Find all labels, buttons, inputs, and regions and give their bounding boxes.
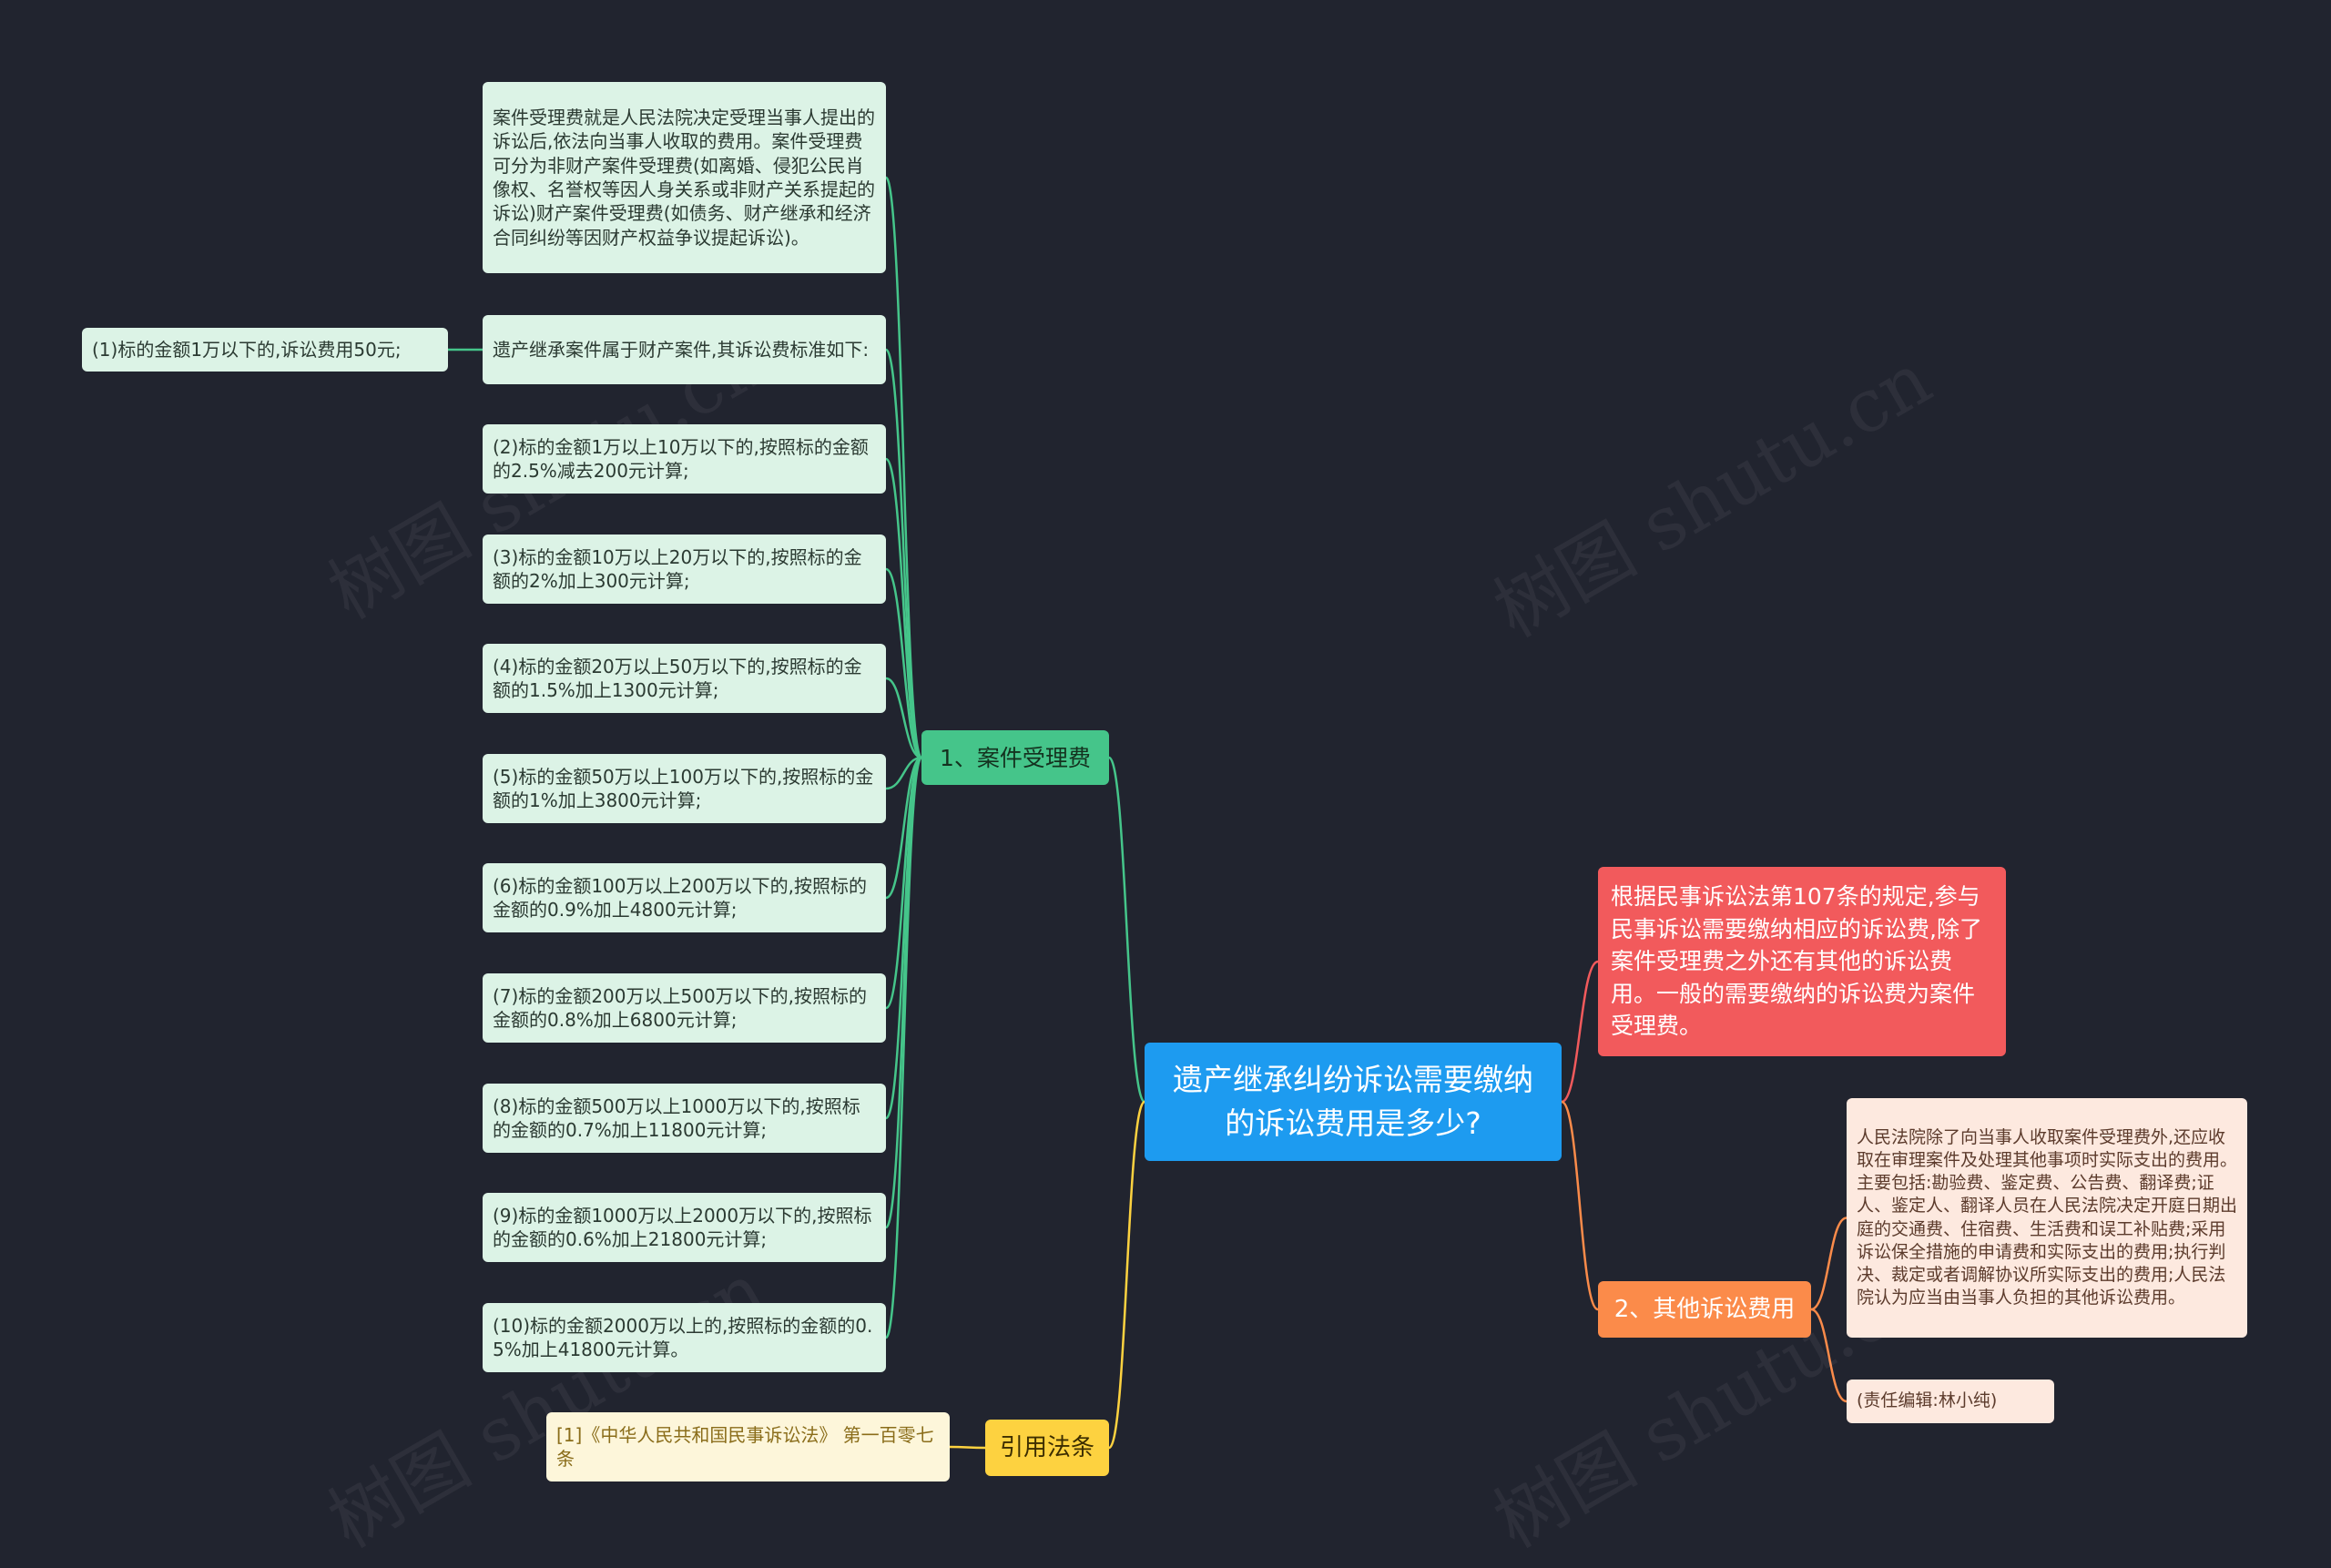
connector-case-fee-child (884, 176, 923, 759)
editor-note-text: (责任编辑:林小纯) (1857, 1390, 1998, 1411)
branch-case-fee-label: 1、案件受理费 (940, 744, 1091, 771)
fee-tier-1[interactable]: (1)标的金额1万以下的,诉讼费用50元; (82, 328, 448, 372)
root-topic[interactable]: 遗产继承纠纷诉讼需要缴纳的诉讼费用是多少? (1145, 1043, 1562, 1161)
connector-root-intro (1561, 960, 1599, 1104)
fee-tier-7[interactable]: (7)标的金额200万以上500万以下的,按照标的金额的0.8%加上6800元计… (483, 973, 886, 1043)
intro-note[interactable]: 根据民事诉讼法第107条的规定,参与民事诉讼需要缴纳相应的诉讼费,除了案件受理费… (1598, 867, 2006, 1056)
connector-case-fee-child (885, 756, 922, 900)
editor-note[interactable]: (责任编辑:林小纯) (1847, 1380, 2054, 1423)
connector-case-fee-child (884, 756, 923, 1339)
case-fee-standard[interactable]: 遗产继承案件属于财产案件,其诉讼费标准如下: (483, 315, 886, 384)
fee-tier-4[interactable]: (4)标的金额20万以上50万以下的,按照标的金额的1.5%加上1300元计算; (483, 644, 886, 713)
connector-root-cited-law (1107, 1100, 1146, 1450)
connector-other-fees-detail (1810, 1217, 1847, 1311)
fee-tier-1-text: (1)标的金额1万以下的,诉讼费用50元; (92, 338, 402, 361)
case-fee-definition[interactable]: 案件受理费就是人民法院决定受理当事人提出的诉讼后,依法向当事人收取的费用。案件受… (483, 82, 886, 273)
fee-tier-3[interactable]: (3)标的金额10万以上20万以下的,按照标的金额的2%加上300元计算; (483, 535, 886, 604)
connector-root-other-fees (1561, 1100, 1599, 1311)
connector-cited-law-ref (949, 1445, 986, 1450)
fee-tier-text: (4)标的金额20万以上50万以下的,按照标的金额的1.5%加上1300元计算; (493, 655, 862, 701)
fee-tier-text: (2)标的金额1万以上10万以下的,按照标的金额的2.5%减去200元计算; (493, 435, 869, 482)
fee-tier-text: (8)标的金额500万以上1000万以下的,按照标的金额的0.7%加上11800… (493, 1095, 860, 1141)
fee-tier-9[interactable]: (9)标的金额1000万以上2000万以下的,按照标的金额的0.6%加上2180… (483, 1193, 886, 1262)
fee-tier-8[interactable]: (8)标的金额500万以上1000万以下的,按照标的金额的0.7%加上11800… (483, 1084, 886, 1153)
connector-case-fee-child (885, 567, 922, 759)
fee-tier-text: (6)标的金额100万以上200万以下的,按照标的金额的0.9%加上4800元计… (493, 874, 868, 921)
connector-case-fee-child (884, 457, 923, 759)
fee-tier-text: (5)标的金额50万以上100万以下的,按照标的金额的1%加上3800元计算; (493, 765, 874, 811)
case-fee-standard-text: 遗产继承案件属于财产案件,其诉讼费标准如下: (493, 338, 870, 361)
connector-root-case-fee (1107, 756, 1146, 1104)
branch-case-fee[interactable]: 1、案件受理费 (921, 730, 1109, 785)
other-fees-detail[interactable]: 人民法院除了向当事人收取案件受理费外,还应收取在审理案件及处理其他事项时实际支出… (1847, 1098, 2247, 1338)
cited-law-reference-text: [1]《中华人民共和国民事诉讼法》 第一百零七条 (556, 1423, 934, 1470)
branch-cited-law-label: 引用法条 (999, 1433, 1094, 1461)
case-fee-definition-text: 案件受理费就是人民法院决定受理当事人提出的诉讼后,依法向当事人收取的费用。案件受… (493, 106, 875, 249)
connector-case-fee-child (885, 756, 922, 790)
fee-tier-text: (3)标的金额10万以上20万以下的,按照标的金额的2%加上300元计算; (493, 545, 862, 592)
fee-tier-10[interactable]: (10)标的金额2000万以上的,按照标的金额的0.5%加上41800元计算。 (483, 1303, 886, 1372)
fee-tier-5[interactable]: (5)标的金额50万以上100万以下的,按照标的金额的1%加上3800元计算; (483, 754, 886, 823)
fee-tier-text: (10)标的金额2000万以上的,按照标的金额的0.5%加上41800元计算。 (493, 1314, 873, 1360)
intro-note-text: 根据民事诉讼法第107条的规定,参与民事诉讼需要缴纳相应的诉讼费,除了案件受理费… (1611, 883, 1982, 1040)
branch-other-fees-label: 2、其他诉讼费用 (1613, 1295, 1796, 1323)
cited-law-reference[interactable]: [1]《中华人民共和国民事诉讼法》 第一百零七条 (546, 1412, 950, 1481)
fee-tier-6[interactable]: (6)标的金额100万以上200万以下的,按照标的金额的0.9%加上4800元计… (483, 863, 886, 932)
root-topic-label: 遗产继承纠纷诉讼需要缴纳的诉讼费用是多少? (1173, 1062, 1533, 1141)
fee-tier-2[interactable]: (2)标的金额1万以上10万以下的,按照标的金额的2.5%减去200元计算; (483, 424, 886, 494)
branch-other-fees[interactable]: 2、其他诉讼费用 (1598, 1281, 1811, 1338)
connector-case-fee-child (885, 677, 922, 759)
fee-tier-text: (7)标的金额200万以上500万以下的,按照标的金额的0.8%加上6800元计… (493, 984, 868, 1031)
branch-cited-law[interactable]: 引用法条 (985, 1420, 1109, 1476)
fee-tier-text: (9)标的金额1000万以上2000万以下的,按照标的金额的0.6%加上2180… (493, 1204, 872, 1250)
connector-case-fee-child (884, 348, 923, 759)
connector-other-fees-editor (1810, 1308, 1847, 1403)
other-fees-detail-text: 人民法院除了向当事人收取案件受理费外,还应收取在审理案件及处理其他事项时实际支出… (1857, 1127, 2238, 1308)
